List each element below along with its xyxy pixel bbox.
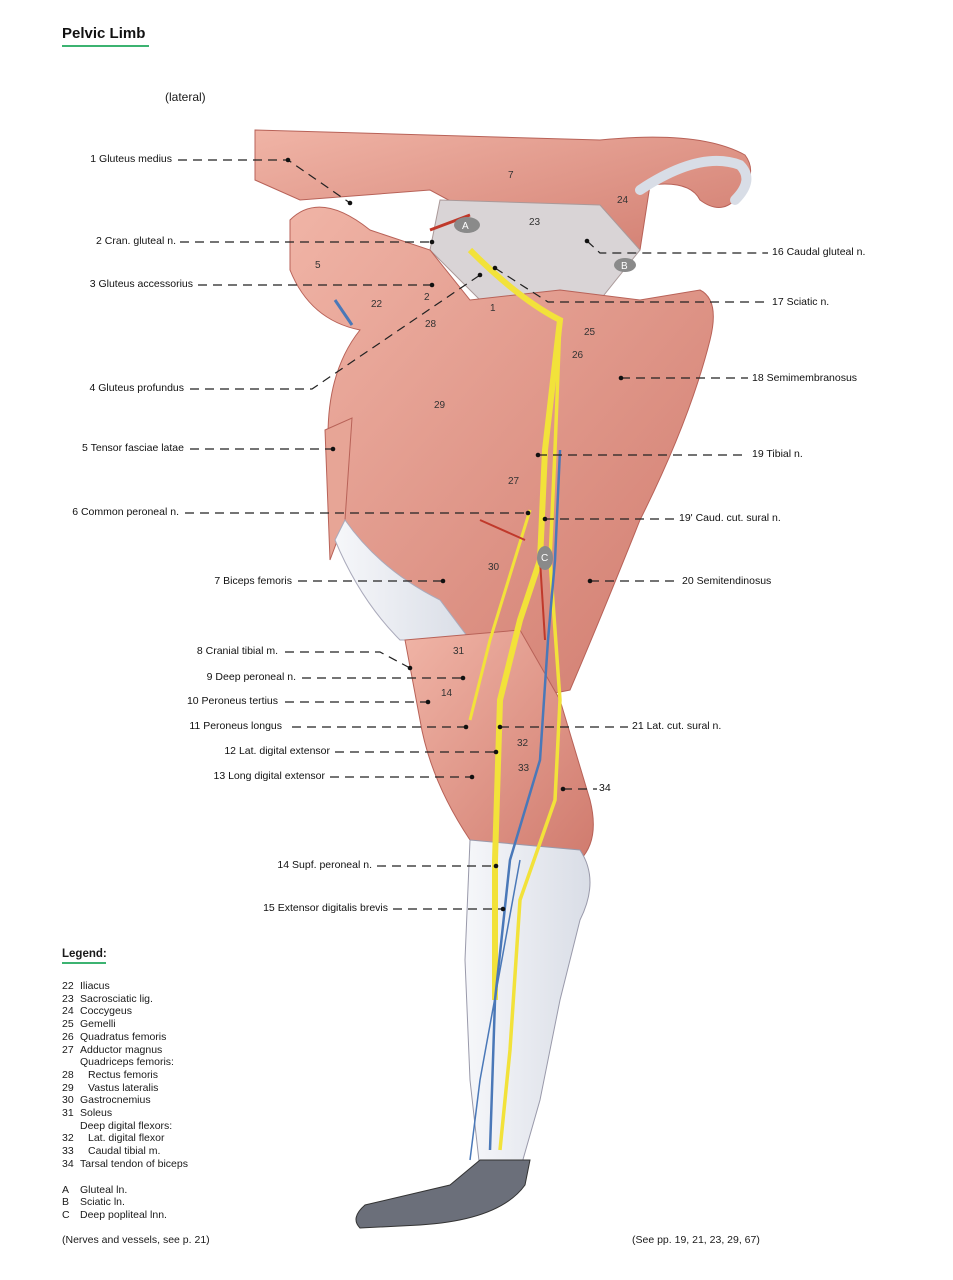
legend-row: Quadriceps femoris:: [80, 1056, 174, 1069]
peroneal-branch: [468, 509, 532, 721]
label-gluteus-profundus: 4 Gluteus profundus: [89, 382, 184, 394]
tail-bone: [635, 155, 752, 205]
fig-num-22: 22: [371, 299, 383, 310]
fig-num-24: 24: [617, 195, 629, 206]
legend-row: Deep digital flexors:: [80, 1119, 173, 1132]
label-tensor-fasciae-latae: 5 Tensor fasciae latae: [82, 442, 184, 454]
leader-r16: [586, 240, 768, 254]
label-gluteus-accessorius: 3 Gluteus accessorius: [89, 278, 193, 290]
leader-l8: [285, 651, 411, 669]
legend-underline: [62, 962, 106, 964]
label-lat-cut-sural-n: 21 Lat. cut. sural n.: [632, 720, 722, 732]
fig-letter-C: C: [541, 553, 548, 564]
fig-num-28: 28: [425, 319, 437, 330]
footnote-see-pages: (See pp. 19, 21, 23, 29, 67): [632, 1234, 760, 1246]
fig-num-14: 14: [441, 688, 453, 699]
label-cran-gluteal-n: 2 Cran. gluteal n.: [96, 235, 176, 247]
stifle-fascia: [334, 519, 471, 641]
label-gluteus-medius: 1 Gluteus medius: [90, 153, 172, 165]
gluteal-lymph-node: [454, 217, 480, 233]
label-caudal-gluteal-n: 16 Caudal gluteal n.: [772, 246, 866, 258]
fig-num-33: 33: [518, 763, 530, 774]
label-peroneus-tertius: 10 Peroneus tertius: [186, 695, 278, 707]
fig-num-2: 2: [424, 292, 430, 303]
sacrosciatic-ligament: [429, 199, 641, 301]
label-deep-peroneal-n: 9 Deep peroneal n.: [206, 671, 296, 683]
fig-num-30: 30: [488, 562, 500, 573]
fig-letter-B: B: [621, 261, 628, 272]
leader-lines-right: [494, 240, 768, 790]
label-sciatic-n: 17 Sciatic n.: [772, 296, 830, 308]
label-semitendinosus: 20 Semitendinosus: [682, 575, 772, 587]
sciatic-lymph-node: [614, 258, 636, 272]
fig-num-32: 32: [517, 738, 529, 749]
fig-num-29: 29: [434, 400, 446, 411]
fig-letter-A: A: [462, 221, 469, 232]
fig-num-26: 26: [572, 350, 584, 361]
title-underline: [62, 45, 149, 47]
label-tibial-n: 19 Tibial n.: [752, 448, 803, 460]
digital-vein: [469, 859, 521, 1161]
label-supf-peroneal-n: 14 Supf. peroneal n.: [277, 859, 372, 871]
label-peroneus-longus: 11 Peroneus longus: [189, 720, 282, 732]
page-title: Pelvic Limb: [62, 25, 146, 42]
popliteal-lymph-node: [537, 546, 553, 570]
figure-numbers: 7 23 24 5 22 2 28 1 25 26 29 27 30 31 14…: [315, 170, 629, 774]
artery: [479, 519, 546, 641]
label-lat-digital-extensor: 12 Lat. digital extensor: [224, 745, 330, 757]
fig-num-25: 25: [584, 327, 596, 338]
sciatic-nerve: [467, 247, 564, 1000]
label-biceps-femoris: 7 Biceps femoris: [214, 575, 292, 587]
footnote-nerves: (Nerves and vessels, see p. 21): [62, 1234, 210, 1246]
leader-r17: [494, 267, 768, 303]
label-extensor-digitalis-brevis: 15 Extensor digitalis brevis: [263, 902, 388, 914]
tibial-nerve: [498, 319, 562, 1151]
fig-num-7: 7: [508, 170, 514, 181]
fig-num-1: 1: [490, 303, 496, 314]
leader-lines-left: [178, 159, 528, 910]
legend-title: Legend:: [62, 948, 107, 960]
iliacus-vessels: [333, 299, 354, 326]
hock-cannon: [464, 839, 591, 1171]
label-long-digital-extensor: 13 Long digital extensor: [213, 770, 326, 782]
fig-num-5: 5: [315, 260, 321, 271]
hoof: [355, 1159, 531, 1229]
figure-letters: A B C: [462, 221, 628, 564]
fig-num-27: 27: [508, 476, 520, 487]
label-common-peroneal-n: 6 Common peroneal n.: [72, 506, 179, 518]
fig-num-23: 23: [529, 217, 541, 228]
leader-l4: [190, 274, 481, 390]
label-34: 34: [599, 782, 611, 794]
label-semimembranosus: 18 Semimembranosus: [752, 372, 858, 384]
label-cranial-tibial-m: 8 Cranial tibial m.: [196, 645, 278, 657]
legend-gap: [62, 1171, 188, 1184]
leader-dots: [285, 157, 624, 912]
label-caud-cut-sural-n: 19' Caud. cut. sural n.: [679, 512, 781, 524]
fig-num-31: 31: [453, 646, 465, 657]
view-label: (lateral): [165, 90, 206, 104]
